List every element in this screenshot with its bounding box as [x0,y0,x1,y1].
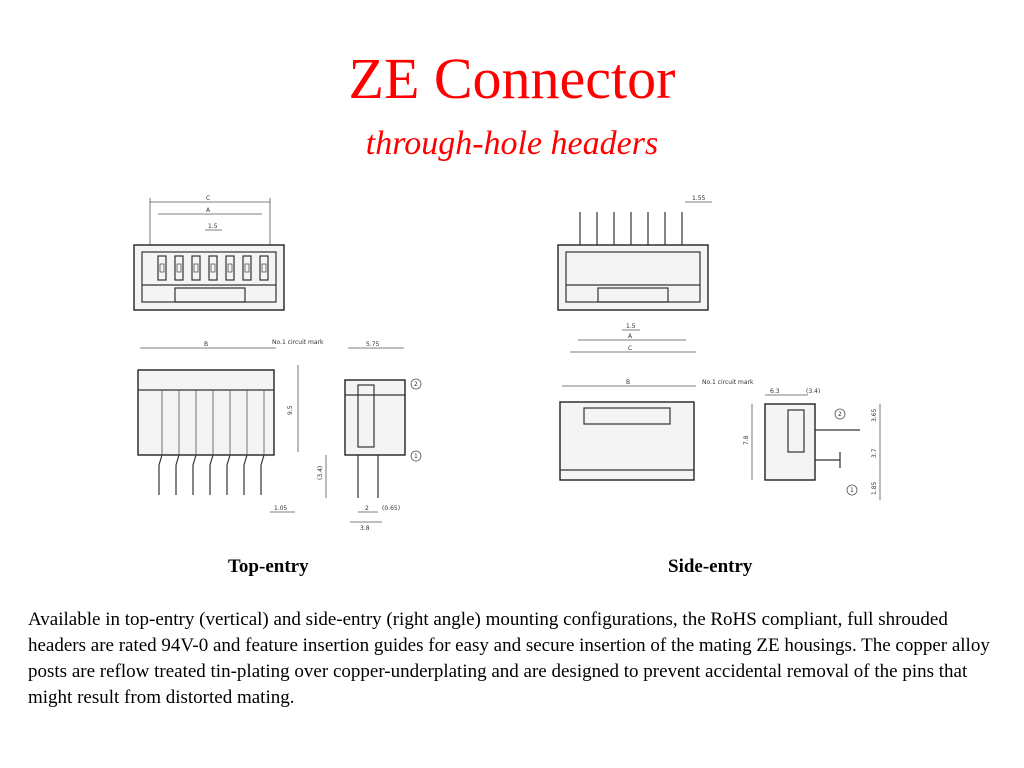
pin-post [227,263,233,273]
top-dim-height: 9.5 [287,405,294,415]
pin-post [193,263,199,273]
pin-slot [191,255,201,281]
side-dim-lower: 1.85 [871,481,878,495]
side-dim-pin-len: (3.4) [806,388,820,395]
top-dim-pin-pitch: 2 [365,505,369,512]
side-dim-height: 7.8 [743,435,750,445]
pin-post [261,263,267,273]
top-dim-offset: 1.05 [274,505,288,512]
pin-lead [209,454,214,466]
pin-lead [158,454,163,466]
side-dim-pin-width: 1.55 [692,195,706,202]
pin-lead [175,454,180,466]
top-entry-drawing: C A 1.5 B No.1 circuit mark 9.5 1.05 5.7… [120,190,450,535]
top-dim-side-width: 3.8 [360,525,370,532]
top-dim-depth: 5.75 [366,341,380,348]
top-callout-2: 2 [414,381,418,388]
pin-slot [157,255,167,281]
side-entry-caption: Side-entry [668,556,753,577]
side-dim-pitch: 1.5 [626,323,636,330]
side-entry-drawing: 1.55 1.5 A C B No.1 circuit mark 6.3 (3.… [540,190,900,510]
pin-post [210,263,216,273]
side-dim-depth: 6.3 [770,388,780,395]
pin-post [244,263,250,273]
side-dim-c: C [628,345,632,352]
top-dim-b: B [204,341,208,348]
pin-slot [208,255,218,281]
slide-title: ZE Connector [348,46,676,111]
top-dim-c: C [206,195,210,202]
pin-lead [243,454,248,466]
pin-post [159,263,165,273]
top-dim-a: A [206,207,211,214]
pin-post [176,263,182,273]
top-dim-pin-height: (3.4) [317,466,324,480]
pin-slot [174,255,184,281]
pin-lead [192,454,197,466]
pin-slot [259,255,269,281]
description-paragraph: Available in top-entry (vertical) and si… [28,609,990,708]
side-dim-middle: 3.7 [871,448,878,458]
slide-subtitle: through-hole headers [365,125,659,162]
side-dim-b: B [626,379,630,386]
pin-slot [242,255,252,281]
top-dim-pitch: 1.5 [208,223,218,230]
side-callout-1: 1 [850,487,854,494]
pin-lead [226,454,231,466]
side-circuit-mark: No.1 circuit mark [702,379,754,386]
side-callout-2: 2 [838,411,842,418]
side-dim-a: A [628,333,633,340]
side-dim-upper: 3.65 [871,408,878,422]
top-circuit-mark: No.1 circuit mark [272,339,324,346]
top-entry-caption: Top-entry [228,556,309,577]
pin-slot [225,255,235,281]
pin-lead [260,454,265,466]
top-callout-1: 1 [414,453,418,460]
top-dim-pin-offset: (0.65) [382,505,400,512]
